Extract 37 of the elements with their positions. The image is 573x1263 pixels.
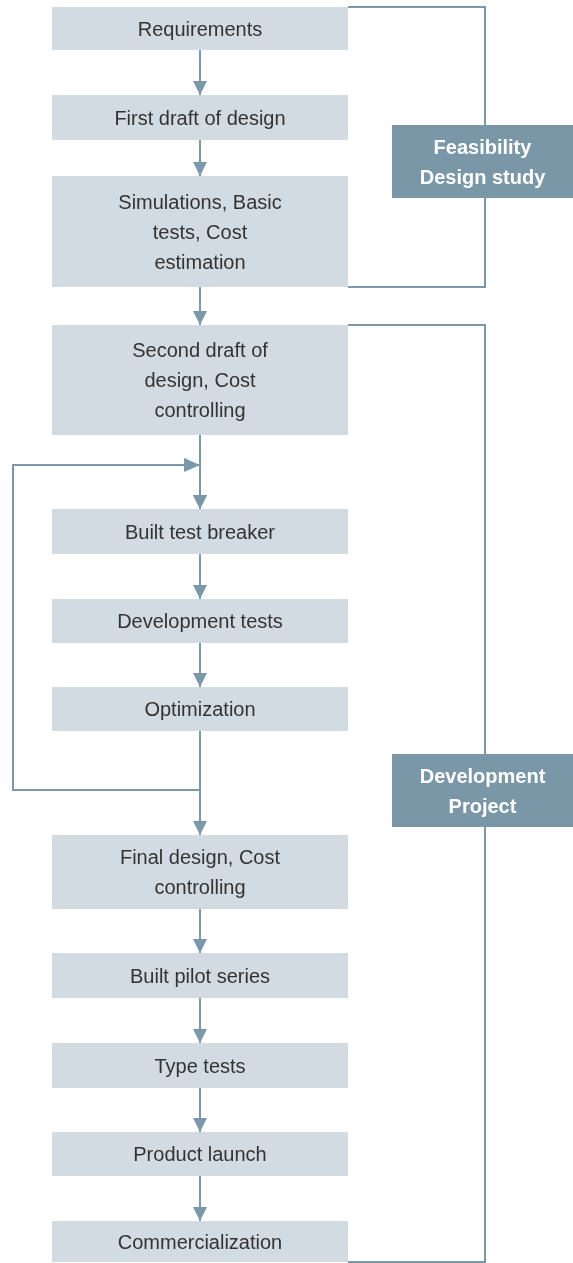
process-box	[52, 599, 348, 643]
step-text: Optimization	[144, 697, 256, 722]
arrow	[193, 642, 207, 688]
step-text: First draft of design	[114, 105, 286, 131]
process-box	[52, 1132, 348, 1176]
phase-label-box	[392, 125, 573, 198]
process-box	[52, 1221, 348, 1262]
arrow	[193, 49, 207, 96]
arrow	[193, 1087, 207, 1133]
step-text: Built pilot series	[129, 963, 271, 989]
arrow	[193, 1175, 207, 1222]
process-box	[52, 687, 348, 731]
step-text: Requirements	[137, 16, 263, 42]
arrow	[193, 908, 207, 954]
step-text: Product launch	[133, 1142, 267, 1167]
process-box	[52, 835, 348, 909]
process-box	[52, 509, 348, 554]
step-text: Commercialization	[117, 1229, 283, 1255]
step-text: Development Project	[418, 763, 547, 819]
phase-label-box	[392, 754, 573, 827]
step-text: Second draft of design, Cost controlling	[131, 338, 269, 423]
step-text: Built test breaker	[124, 519, 276, 545]
step-text: Final design, Cost controlling	[118, 845, 282, 900]
process-box	[52, 953, 348, 998]
process-box	[52, 176, 348, 287]
arrow	[193, 139, 207, 177]
process-box	[52, 7, 348, 50]
arrow	[193, 553, 207, 600]
arrow	[193, 997, 207, 1044]
step-text: Feasibility Design study	[418, 134, 547, 190]
step-text: Type tests	[154, 1053, 246, 1079]
process-box	[52, 95, 348, 140]
step-text: Development tests	[117, 609, 283, 634]
process-box	[52, 1043, 348, 1088]
process-box	[52, 325, 348, 435]
arrow	[193, 286, 207, 326]
step-text: Simulations, Basic tests, Cost estimation	[117, 189, 283, 275]
